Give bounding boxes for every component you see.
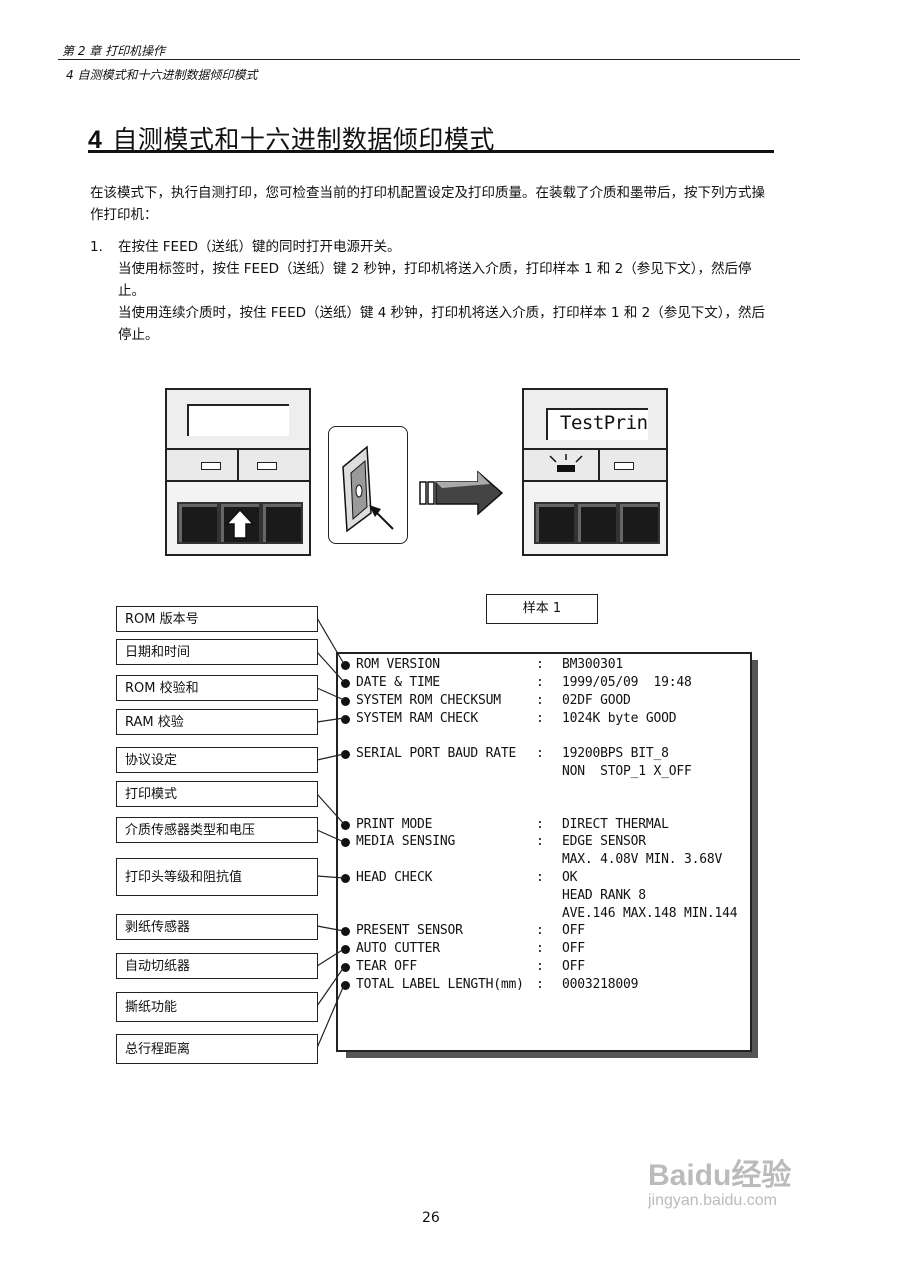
press-arrow-icon	[225, 508, 255, 539]
bullet-dot	[341, 874, 350, 883]
page-title: 4 自测模式和十六进制数据倾印模式	[88, 120, 495, 156]
bullet-dot	[341, 927, 350, 936]
intro-paragraph: 在该模式下，执行自测打印，您可检查当前的打印机配置设定及打印质量。在装载了介质和…	[90, 185, 765, 223]
label-present-sensor: 剥纸传感器	[116, 914, 318, 940]
printer-panel-after: TestPrin	[522, 388, 668, 556]
step-1: 1. 在按住 FEED（送纸）键的同时打开电源开关。 当使用标签时，按住 FEE…	[90, 236, 770, 346]
led-indicator	[257, 462, 277, 470]
label-rom-version: ROM 版本号	[116, 606, 318, 632]
bullet-dot	[341, 838, 350, 847]
led-indicator	[614, 462, 634, 470]
label-total-length: 总行程距离	[116, 1034, 318, 1064]
bullet-dot	[341, 715, 350, 724]
lcd-text: TestPrin	[560, 412, 648, 434]
power-switch-illustration	[328, 426, 408, 544]
label-print-mode: 打印模式	[116, 781, 318, 807]
page-number: 26	[422, 1210, 440, 1226]
bullet-dot	[341, 981, 350, 990]
title-number: 4	[88, 126, 103, 154]
label-auto-cutter: 自动切纸器	[116, 953, 318, 979]
title-text: 自测模式和十六进制数据倾印模式	[112, 125, 495, 154]
label-rom-checksum: ROM 校验和	[116, 675, 318, 701]
watermark-url: jingyan.baidu.com	[648, 1192, 777, 1209]
label-head-rank: 打印头等级和阻抗值	[116, 858, 318, 896]
panel-button	[576, 502, 618, 544]
sample-title: 样本 1	[486, 594, 598, 624]
bullet-dot	[341, 750, 350, 759]
title-rule	[88, 150, 774, 153]
label-protocol: 协议设定	[116, 747, 318, 773]
power-switch-icon	[342, 445, 394, 533]
step-line-1: 在按住 FEED（送纸）键的同时打开电源开关。	[118, 239, 401, 255]
arrow-right-icon	[419, 470, 504, 516]
section-header: 4 自测模式和十六进制数据倾印模式	[66, 68, 258, 82]
panel-button	[534, 502, 576, 544]
panel-button	[177, 502, 219, 544]
watermark-logo: Baidu经验	[648, 1159, 792, 1192]
bullet-dot	[341, 963, 350, 972]
printer-panel-before	[165, 388, 311, 556]
step-line-3: 当使用连续介质时，按住 FEED（送纸）键 4 秒钟，打印机将送入介质，打印样本…	[118, 305, 765, 343]
led-lit-icon	[549, 454, 583, 472]
bullet-dot	[341, 679, 350, 688]
panel-button	[261, 502, 303, 544]
step-line-2: 当使用标签时，按住 FEED（送纸）键 2 秒钟，打印机将送入介质，打印样本 1…	[118, 261, 752, 299]
panel-button	[618, 502, 660, 544]
bullet-dot	[341, 945, 350, 954]
label-ram-check: RAM 校验	[116, 709, 318, 735]
label-date-time: 日期和时间	[116, 639, 318, 665]
sample-printout	[336, 652, 752, 1052]
step-number: 1.	[90, 239, 103, 255]
chapter-header: 第 2 章 打印机操作	[62, 44, 166, 58]
feed-button	[219, 502, 261, 544]
header-rule	[58, 59, 800, 60]
lcd-screen-blank	[187, 404, 289, 436]
bullet-dot	[341, 821, 350, 830]
bullet-dot	[341, 697, 350, 706]
label-media-sensor: 介质传感器类型和电压	[116, 817, 318, 843]
bullet-dot	[341, 661, 350, 670]
lcd-screen: TestPrin	[546, 408, 648, 440]
label-tear-off: 撕纸功能	[116, 992, 318, 1022]
led-indicator	[201, 462, 221, 470]
